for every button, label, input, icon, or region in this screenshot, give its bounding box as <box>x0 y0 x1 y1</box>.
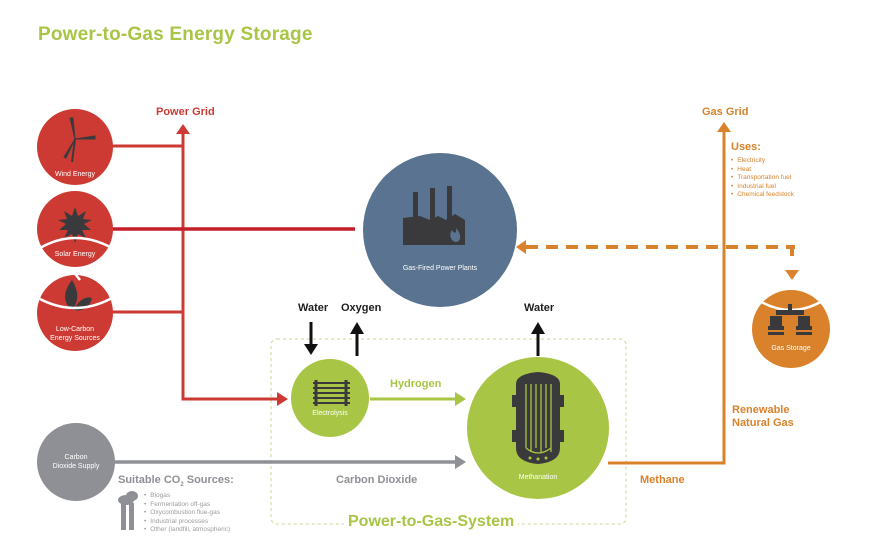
rng-label-line1: Renewable <box>732 404 790 416</box>
sun-icon <box>58 207 92 243</box>
co2-title-prefix: Suitable CO <box>118 474 181 486</box>
power-grid-arrowhead <box>176 124 190 134</box>
co2-source-item: Fermentation off-gas <box>144 501 230 510</box>
hydrogen-arrowhead <box>455 392 466 406</box>
renewable-natural-gas-label: Renewable Natural Gas <box>732 404 794 430</box>
uses-item: Chemical feedstock <box>731 191 794 200</box>
co2-title-subscript: 2 <box>180 482 184 489</box>
electrolysis-label: Electrolysis <box>312 410 348 417</box>
co2-supply-label-line2: Dioxide Supply <box>52 463 100 470</box>
co2-sources-title: Suitable CO2 Sources: <box>118 474 234 488</box>
uses-panel: Uses: Electricity Heat Transportation fu… <box>731 141 794 200</box>
low-carbon-label-line2: Energy Sources <box>50 335 100 342</box>
uses-item: Heat <box>731 166 794 175</box>
oxygen-out-arrow <box>350 322 364 356</box>
methane-label: Methane <box>640 474 685 486</box>
power-to-gas-system-title: Power-to-Gas-System <box>344 513 519 531</box>
uses-item: Industrial fuel <box>731 183 794 192</box>
power-grid-label: Power Grid <box>156 106 215 118</box>
grid-to-electrolysis-line <box>181 312 277 401</box>
solar-energy-node <box>37 191 113 267</box>
carbon-dioxide-supply-node <box>37 423 115 501</box>
uses-item: Transportation fuel <box>731 174 794 183</box>
solar-energy-label: Solar Energy <box>54 251 96 258</box>
reactor-icon <box>512 372 564 464</box>
carbon-dioxide-supply-label: Carbon Dioxide Supply <box>40 453 112 471</box>
gas-fired-power-plants-label: Gas-Fired Power Plants <box>402 265 478 272</box>
gas-storage-label: Gas Storage <box>771 345 811 352</box>
co2-source-item: Oxycombustion flue-gas <box>144 509 230 518</box>
co2-title-suffix: Sources: <box>183 474 234 486</box>
factory-flame-icon <box>403 186 465 245</box>
low-carbon-label-line1: Low-Carbon <box>55 326 95 333</box>
co2-source-item: Other (landfill, atmospheric) <box>144 526 230 535</box>
gas-grid-arrowhead <box>717 122 731 132</box>
low-carbon-energy-label: Low-Carbon Energy Sources <box>36 325 114 343</box>
water-output-label: Water <box>524 302 555 314</box>
water-out-arrow <box>531 322 545 356</box>
wind-turbine-icon <box>63 117 96 163</box>
electrolyzer-icon <box>313 380 350 406</box>
methanation-label: Methanation <box>518 474 558 481</box>
co2-sources-panel: Suitable CO2 Sources: <box>118 474 234 488</box>
storage-tanks-icon <box>768 304 812 335</box>
co2-source-item: Industrial processes <box>144 518 230 527</box>
methanation-node <box>467 357 609 499</box>
water-input-label: Water <box>298 302 329 314</box>
low-carbon-energy-node <box>37 269 113 351</box>
carbon-dioxide-arrowhead <box>455 455 466 469</box>
co2-source-item: Biogas <box>144 492 230 501</box>
carbon-dioxide-label: Carbon Dioxide <box>336 474 418 486</box>
water-in-arrow <box>304 322 318 355</box>
gas-grid-label: Gas Grid <box>702 106 749 118</box>
uses-item: Electricity <box>731 157 794 166</box>
uses-list: Electricity Heat Transportation fuel Ind… <box>731 157 794 200</box>
gas-storage-node <box>752 290 830 368</box>
electrolysis-node <box>291 359 369 437</box>
page-title: Power-to-Gas Energy Storage <box>38 24 313 45</box>
gas-to-plants-arrowhead <box>516 240 526 254</box>
wind-energy-node <box>37 109 113 185</box>
smokestack-icon <box>118 491 138 530</box>
uses-title: Uses: <box>731 141 761 153</box>
gas-to-storage-arrowhead <box>785 270 799 280</box>
system-boundary <box>270 338 627 525</box>
wind-energy-label: Wind Energy <box>54 171 96 178</box>
rng-label-line2: Natural Gas <box>732 417 794 429</box>
hydrogen-label: Hydrogen <box>390 378 442 390</box>
co2-supply-label-line1: Carbon <box>64 454 88 461</box>
methane-line <box>608 130 726 465</box>
co2-sources-list: Biogas Fermentation off-gas Oxycombustio… <box>144 492 230 535</box>
electrolysis-input-arrowhead <box>277 392 288 406</box>
oxygen-output-label: Oxygen <box>341 302 382 314</box>
gas-fired-power-plants-node <box>363 153 517 307</box>
